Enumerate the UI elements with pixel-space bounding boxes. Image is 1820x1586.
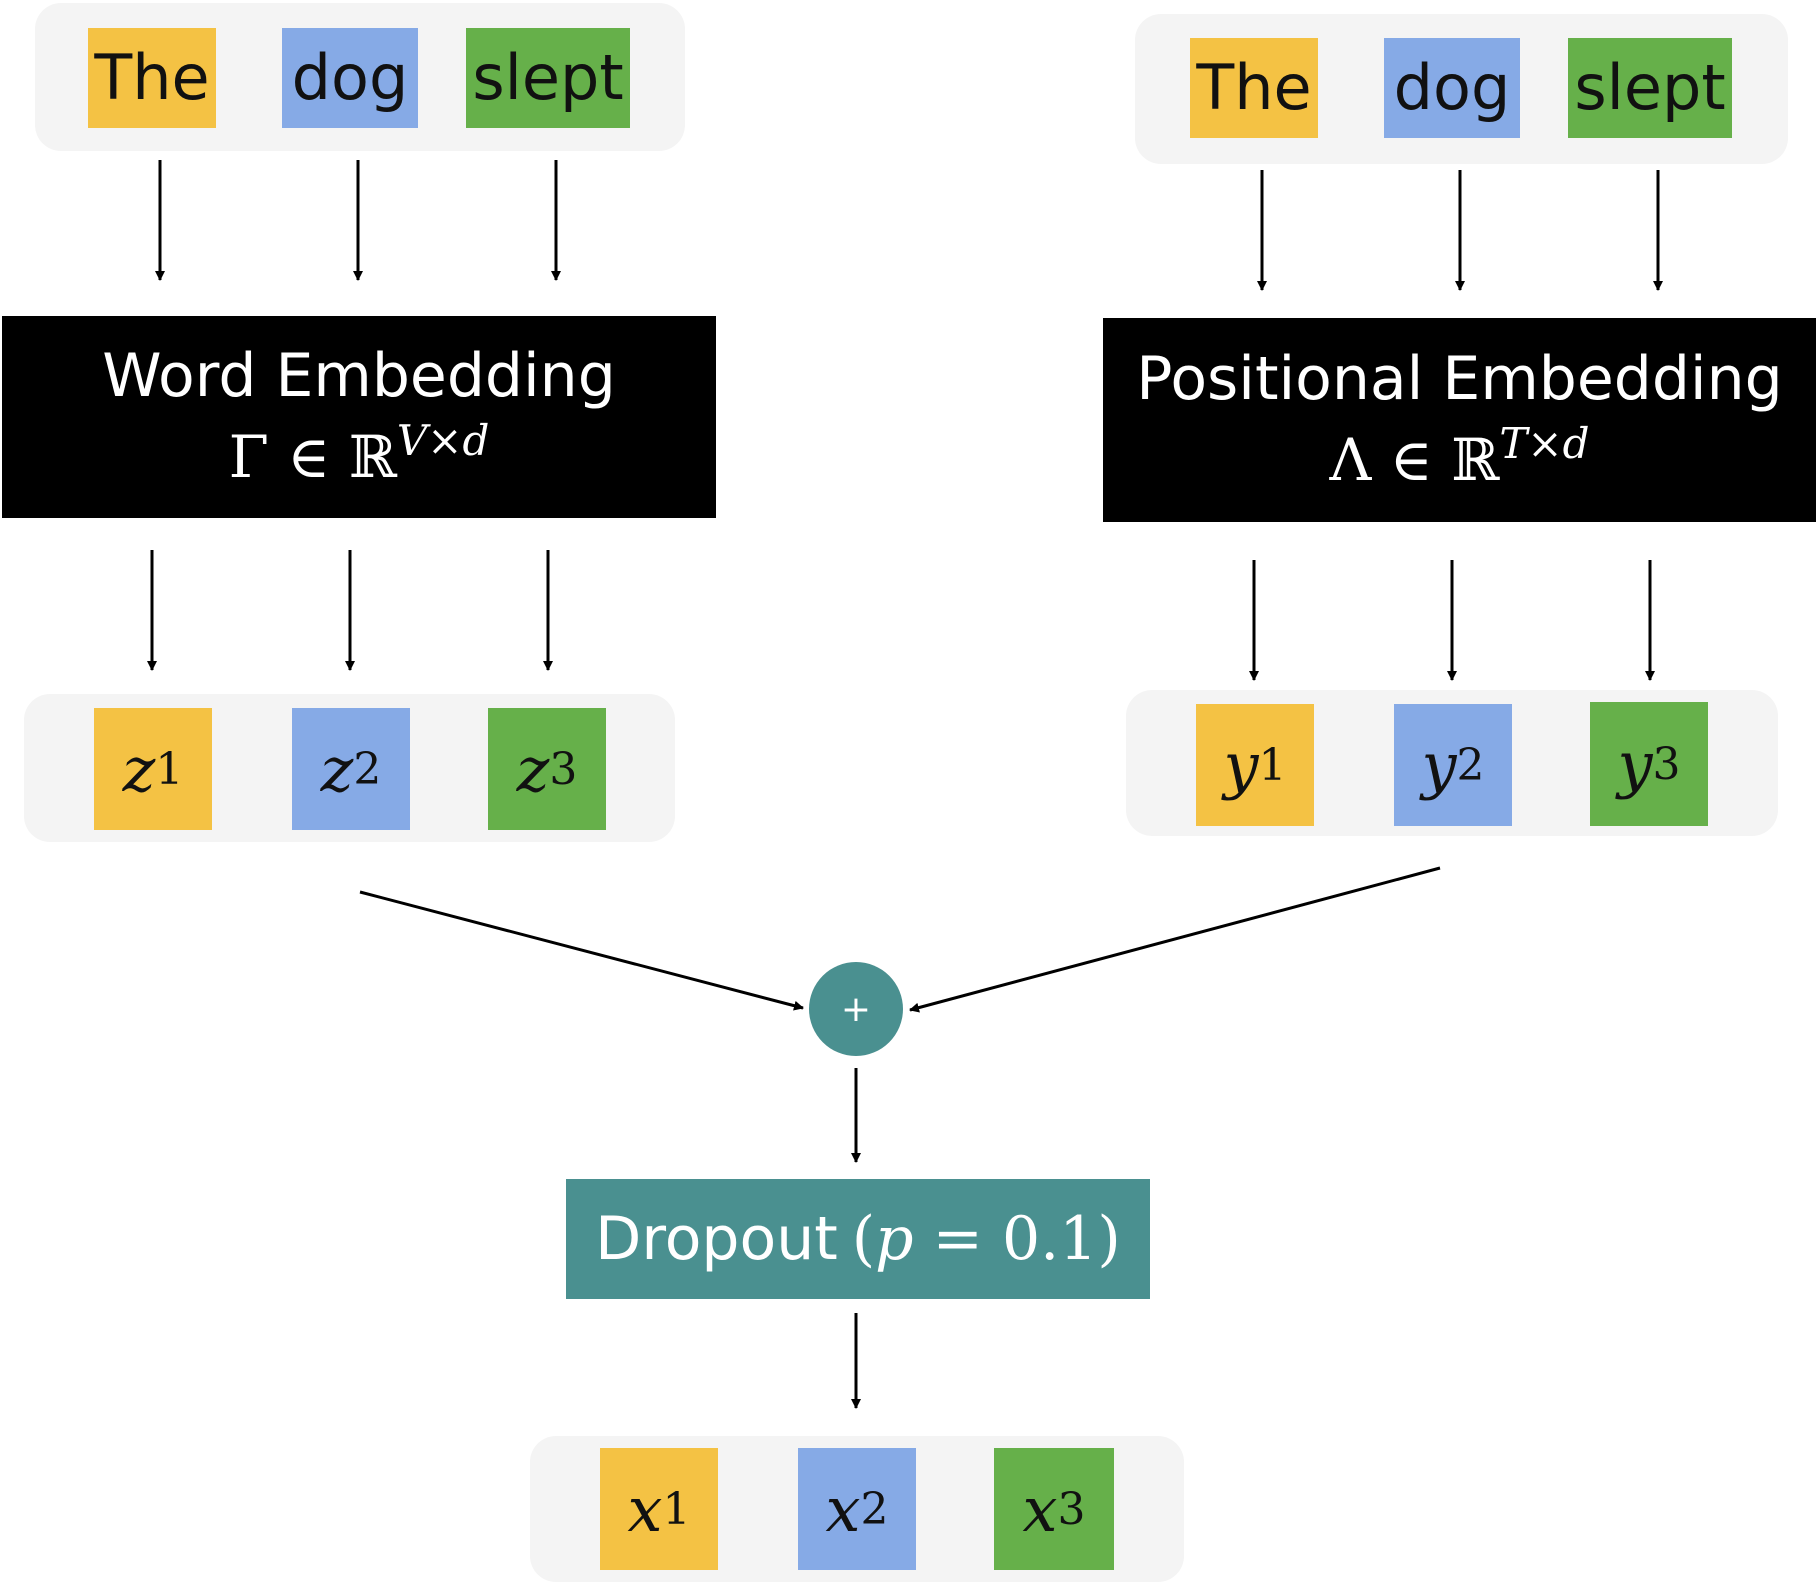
word-embedding-box: Word Embedding Γ ∈ ℝV×d xyxy=(2,316,716,518)
dropout-label: Dropout xyxy=(595,1204,838,1274)
arrow-z-to-add xyxy=(359,890,804,1011)
arrow-y-to-add xyxy=(909,866,1441,1013)
dropout-box: Dropout (p = 0.1) xyxy=(566,1179,1150,1299)
positional-embedding-title: Positional Embedding xyxy=(1136,343,1783,414)
dropout-parameter: (p = 0.1) xyxy=(851,1204,1121,1274)
word-embedding-formula: Γ ∈ ℝV×d xyxy=(228,415,490,491)
positional-token-dog: dog xyxy=(1384,38,1520,138)
positional-token-slept: slept xyxy=(1568,38,1732,138)
word-token-slept: slept xyxy=(466,28,630,128)
word-token-the: The xyxy=(88,28,216,128)
positional-token-the: The xyxy=(1190,38,1318,138)
plus-icon: + xyxy=(840,988,872,1030)
word-embedding-title: Word Embedding xyxy=(102,340,616,411)
positional-embedding-formula: Λ ∈ ℝT×d xyxy=(1329,418,1590,494)
add-node: + xyxy=(809,962,903,1056)
positional-embedding-box: Positional Embedding Λ ∈ ℝT×d xyxy=(1103,318,1816,522)
word-token-dog: dog xyxy=(282,28,418,128)
